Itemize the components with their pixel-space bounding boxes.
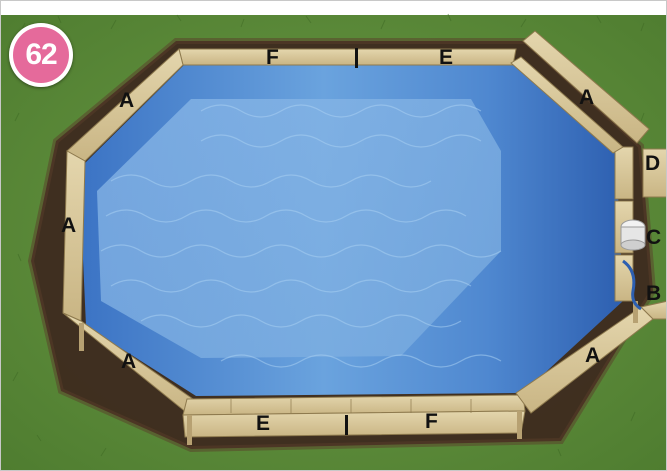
- skimmer-box-icon: [621, 220, 645, 250]
- label-top-left-f: F: [266, 47, 279, 68]
- top-joint-marker: [355, 48, 358, 68]
- label-d: D: [645, 153, 660, 174]
- label-lower-left-a: A: [121, 351, 136, 372]
- label-upper-left-a: A: [119, 90, 134, 111]
- timber-right-d: [615, 147, 633, 199]
- timber-bottom-skirt: [183, 411, 525, 437]
- label-upper-right-a: A: [579, 87, 594, 108]
- label-bottom-left-e: E: [256, 413, 270, 434]
- label-bottom-right-f: F: [425, 411, 438, 432]
- label-lower-right-a: A: [585, 345, 600, 366]
- timber-top-rail: [179, 49, 516, 65]
- label-c: C: [646, 227, 661, 248]
- label-top-right-e: E: [439, 47, 453, 68]
- label-b: B: [646, 283, 661, 304]
- label-left-a: A: [61, 215, 76, 236]
- bottom-joint-marker: [345, 415, 348, 435]
- step-number: 62: [13, 27, 69, 83]
- step-number-badge: 62: [9, 23, 73, 87]
